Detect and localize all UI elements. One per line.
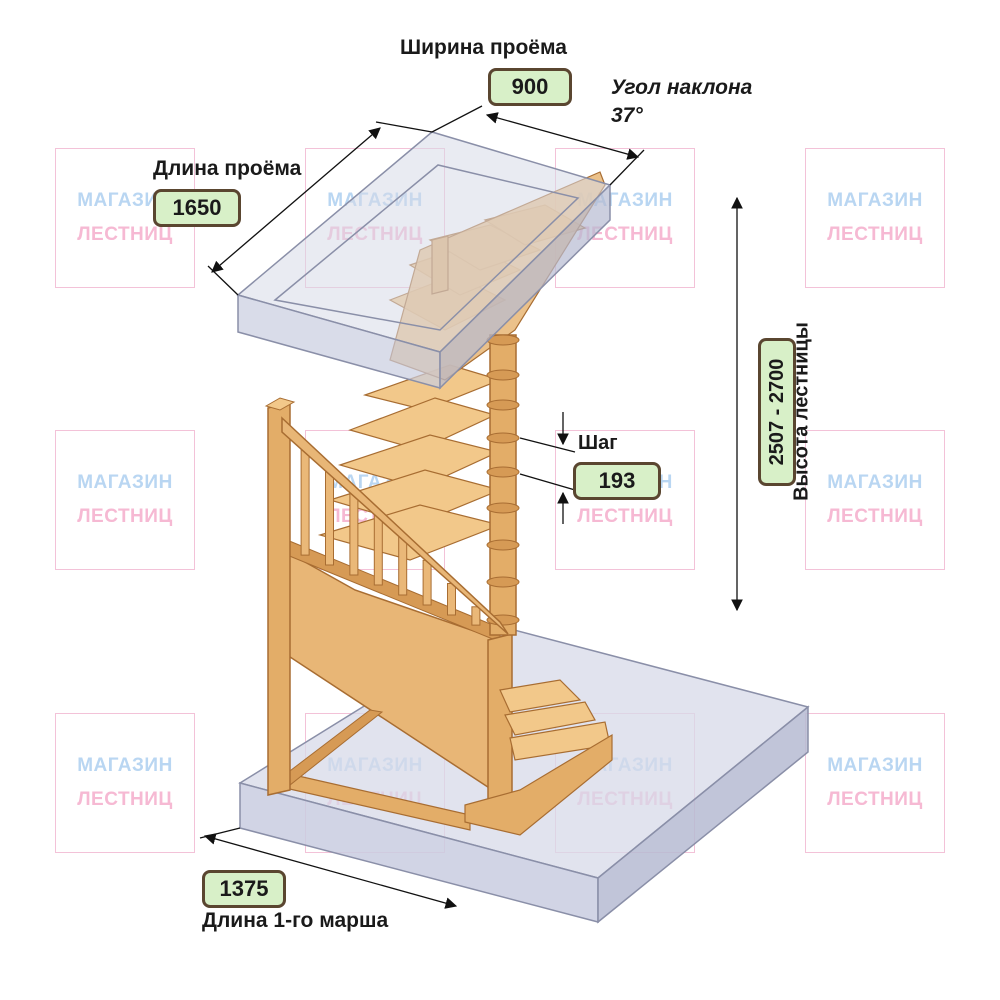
- watermark-line-2: ЛЕСТНИЦ: [77, 224, 173, 245]
- watermark-line-2: ЛЕСТНИЦ: [77, 789, 173, 810]
- baluster: [300, 443, 310, 556]
- watermark-line-2: ЛЕСТНИЦ: [577, 506, 673, 527]
- baluster: [373, 513, 383, 586]
- dimension-lines: [199, 105, 743, 909]
- extension-line: [207, 265, 239, 296]
- extension-line: [199, 827, 241, 839]
- balusters: [300, 443, 481, 626]
- extension-line: [519, 473, 576, 491]
- column-ring: [486, 369, 520, 381]
- tread: [317, 504, 502, 561]
- slope-angle-value: 37°: [611, 104, 643, 127]
- watermark-tile: МАГАЗИН ЛЕСТНИЦ: [55, 148, 195, 288]
- extension-line: [609, 149, 645, 186]
- watermark-line-1: МАГАЗИН: [77, 755, 173, 776]
- watermark-line-1: МАГАЗИН: [827, 472, 923, 493]
- handrail: [281, 416, 509, 635]
- watermark-tile: МАГАЗИН ЛЕСТНИЦ: [805, 148, 945, 288]
- dimension-opening-width: [485, 112, 640, 160]
- base-frame: [264, 397, 513, 831]
- watermark-tile: МАГАЗИН ЛЕСТНИЦ: [805, 713, 945, 853]
- first-flight-label: Длина 1-го марша: [202, 909, 389, 932]
- column-ring: [486, 399, 520, 411]
- watermark-tile: МАГАЗИН ЛЕСТНИЦ: [805, 430, 945, 570]
- slope-angle-label: Угол наклона: [611, 76, 753, 99]
- extension-line: [431, 105, 483, 133]
- column-ring: [486, 539, 520, 551]
- opening-length-label: Длина проёма: [153, 157, 302, 180]
- dimension-first-flight: [203, 833, 458, 909]
- first-flight-badge: 1375: [202, 870, 286, 908]
- baluster: [447, 583, 456, 616]
- step-label: Шаг: [578, 432, 618, 454]
- baluster: [325, 467, 334, 566]
- ceiling-opening: [236, 131, 612, 390]
- extension-line: [375, 121, 433, 133]
- column-ring: [486, 466, 520, 478]
- newel-post-cap: [264, 397, 296, 411]
- baluster: [471, 606, 481, 626]
- opening-frame-hole: [273, 164, 580, 331]
- central-column: [486, 334, 520, 636]
- opening-width-badge: 900: [488, 68, 572, 106]
- column-ring: [486, 432, 520, 444]
- newel-post-front: [267, 401, 291, 796]
- step-lower: [499, 679, 582, 713]
- watermark-line-2: ЛЕСТНИЦ: [77, 506, 173, 527]
- step-lower: [504, 701, 596, 736]
- opening-frame-side: [439, 183, 611, 390]
- watermark-tile: МАГАЗИН ЛЕСТНИЦ: [55, 713, 195, 853]
- lower-steps: [464, 679, 613, 836]
- watermark-line-1: МАГАЗИН: [77, 190, 173, 211]
- baluster: [422, 559, 432, 606]
- watermark-line-1: МАГАЗИН: [827, 755, 923, 776]
- watermark-line-1: МАГАЗИН: [827, 190, 923, 211]
- baluster: [398, 536, 408, 596]
- watermark-line-2: ЛЕСТНИЦ: [827, 506, 923, 527]
- opening-length-badge: 1650: [153, 189, 241, 227]
- baluster: [349, 490, 359, 576]
- column-ring: [486, 502, 520, 514]
- step-bottom-landing: [464, 733, 613, 836]
- watermark-line-1: МАГАЗИН: [77, 472, 173, 493]
- column-ring: [486, 576, 520, 588]
- dimension-opening-length: [211, 127, 381, 273]
- watermark-line-2: ЛЕСТНИЦ: [827, 789, 923, 810]
- stair-height-label: Высота лестницы: [790, 322, 813, 501]
- step-badge: 193: [573, 462, 661, 500]
- watermark-line-2: ЛЕСТНИЦ: [827, 224, 923, 245]
- opening-width-label: Ширина проёма: [400, 36, 567, 59]
- watermark-tile: МАГАЗИН ЛЕСТНИЦ: [55, 430, 195, 570]
- floor-slab-side: [597, 705, 809, 924]
- railing: [281, 416, 509, 635]
- extension-line: [519, 437, 576, 453]
